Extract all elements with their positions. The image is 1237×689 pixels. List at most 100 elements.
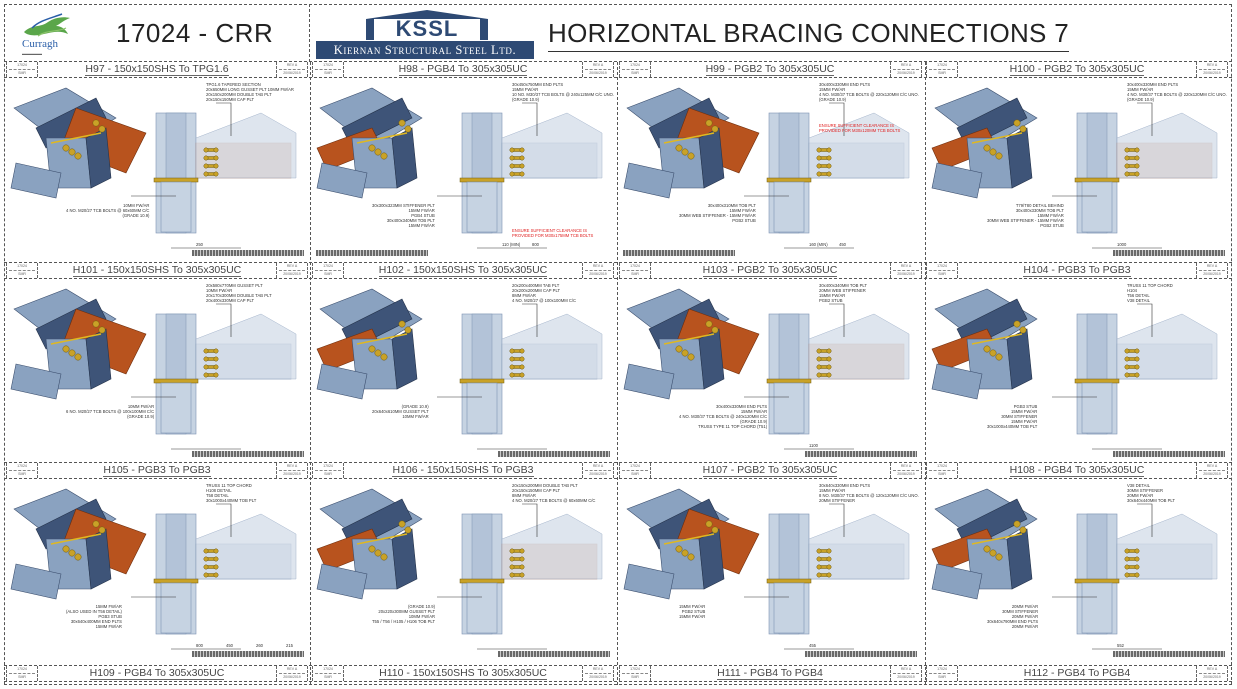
stamp-job: 17024: [323, 464, 333, 468]
bolt-nut-icon: [509, 163, 515, 169]
bolt-nut-icon: [203, 556, 209, 562]
bolt-icon: [380, 553, 388, 561]
gusset-plate: [501, 313, 603, 380]
bolt-nut-icon: [1124, 372, 1130, 378]
clearance-warning-note: ENSURE SUFFICIENT CLEARANCE IS PROVIDED …: [819, 123, 901, 133]
stub-member: [1081, 582, 1113, 634]
end-plate: [153, 378, 199, 384]
bolt-icon: [983, 545, 991, 553]
isometric-view: [316, 288, 423, 400]
stamp-rev: REV A: [900, 667, 912, 671]
gusset-plate: [808, 112, 910, 179]
bolt-nut-icon: [1124, 564, 1130, 570]
leader-line: [216, 102, 232, 136]
panel-title-text: H105 - PGB3 To PGB3: [103, 464, 211, 477]
stamp-rev: REV A: [1206, 63, 1218, 67]
panel-title-h98: H98 - PGB4 To 305x305UC: [346, 62, 580, 77]
stub-member: [466, 181, 498, 233]
column-member: [1006, 127, 1033, 189]
stub-member: [160, 582, 192, 634]
bolt-icon: [995, 152, 1003, 160]
connection-drawing-h99: 30x400x330MM END PLTS 15MM FW/AR 4 NO. M…: [619, 78, 921, 261]
connection-drawing-svg: [10, 488, 297, 650]
bolt-nut-icon: [203, 163, 209, 169]
isometric-view: [10, 87, 147, 199]
drawing-footnote: [498, 451, 610, 457]
bolt-nut-icon: [1124, 171, 1130, 177]
dimension-label: 455: [809, 643, 816, 648]
stamp-date: 20/06/2019: [897, 472, 915, 476]
leader-line: [522, 503, 538, 537]
bolt-nut-icon: [213, 163, 219, 169]
bolt-nut-icon: [826, 548, 832, 554]
leader-line: [829, 102, 845, 136]
stamp-job: 17024: [630, 667, 640, 671]
column-member: [85, 528, 112, 590]
bolt-nut-icon: [509, 548, 515, 554]
bolt-icon: [705, 520, 713, 528]
bolt-nut-icon: [203, 155, 209, 161]
weld-line: [971, 533, 1023, 545]
drawing-footnote: [805, 451, 917, 457]
bolt-icon: [368, 545, 376, 553]
elevation-view: [744, 303, 910, 450]
bolt-nut-icon: [816, 548, 822, 554]
drawing-footnote: [1113, 651, 1225, 657]
bolt-icon: [989, 148, 997, 156]
annotation-note: 20x200x400MM TAB PLT 20x200x200MM CAP PL…: [512, 283, 577, 303]
bolt-nut-icon: [213, 147, 219, 153]
stamp-drawn: SMR: [938, 675, 946, 679]
elevation-view: [131, 503, 297, 650]
elevation-view: [1052, 303, 1218, 450]
bolt-icon: [1013, 320, 1021, 328]
leader-line: [1137, 303, 1153, 337]
bolt-icon: [98, 526, 106, 534]
bolt-nut-icon: [1134, 147, 1140, 153]
panel-title-text: H111 - PGB4 To PGB4: [717, 667, 823, 680]
annotation-note: TRUSS 11 TOP CHORD H108 DETAIL T58 DETAI…: [206, 483, 257, 503]
connection-drawing-h110: 20x150x200MM DOUBLE TAB PLT 20x150x150MM…: [312, 479, 614, 662]
annotation-note: 15MM FW/AR PGB2 STUB 15MM FW/AR: [679, 604, 706, 619]
bolt-icon: [687, 553, 695, 561]
end-plate: [459, 177, 505, 183]
stub-member: [773, 582, 805, 634]
stamp-date: 20/06/2019: [897, 675, 915, 679]
brace-member: [623, 162, 675, 199]
bolt-icon: [711, 526, 719, 534]
leader-line: [829, 303, 845, 337]
stamp-job: 17024: [17, 63, 27, 67]
bolt-icon: [368, 345, 376, 353]
bolt-nut-icon: [509, 556, 515, 562]
bolt-icon: [374, 349, 382, 357]
bolt-nut-icon: [816, 556, 822, 562]
stamp-date: 20/06/2019: [589, 472, 607, 476]
bolt-icon: [989, 349, 997, 357]
bolt-nut-icon: [1134, 171, 1140, 177]
gusset-plate: [808, 513, 910, 580]
annotation-note: 30x400x310MM TOB PLT 15MM FW/AR 30MM WEB…: [679, 203, 756, 223]
bolt-icon: [404, 125, 412, 133]
bolt-nut-icon: [203, 572, 209, 578]
end-plate: [459, 378, 505, 384]
drawing-footnote: [1113, 250, 1225, 256]
column-member: [85, 328, 112, 390]
connection-drawing-h111: 30x640x330MM END PLTS 15MM FW/AR 8 NO. M…: [619, 479, 921, 662]
bolt-icon: [675, 345, 683, 353]
connection-drawing-h103: 30x400x340MM TOB PLT 20MM WEB STIFFENER …: [619, 279, 921, 462]
bolt-icon: [398, 119, 406, 127]
bolt-nut-icon: [213, 556, 219, 562]
stamp-date: 20/06/2019: [283, 472, 301, 476]
stamp-job: 17024: [323, 667, 333, 671]
stamp-drawn: SMR: [324, 472, 332, 476]
elevation-view: [437, 503, 603, 650]
panel-title-h100: H100 - PGB2 To 305x305UC: [960, 62, 1194, 77]
isometric-view: [931, 488, 1038, 600]
panel-title-h99: H99 - PGB2 To 305x305UC: [653, 62, 887, 77]
